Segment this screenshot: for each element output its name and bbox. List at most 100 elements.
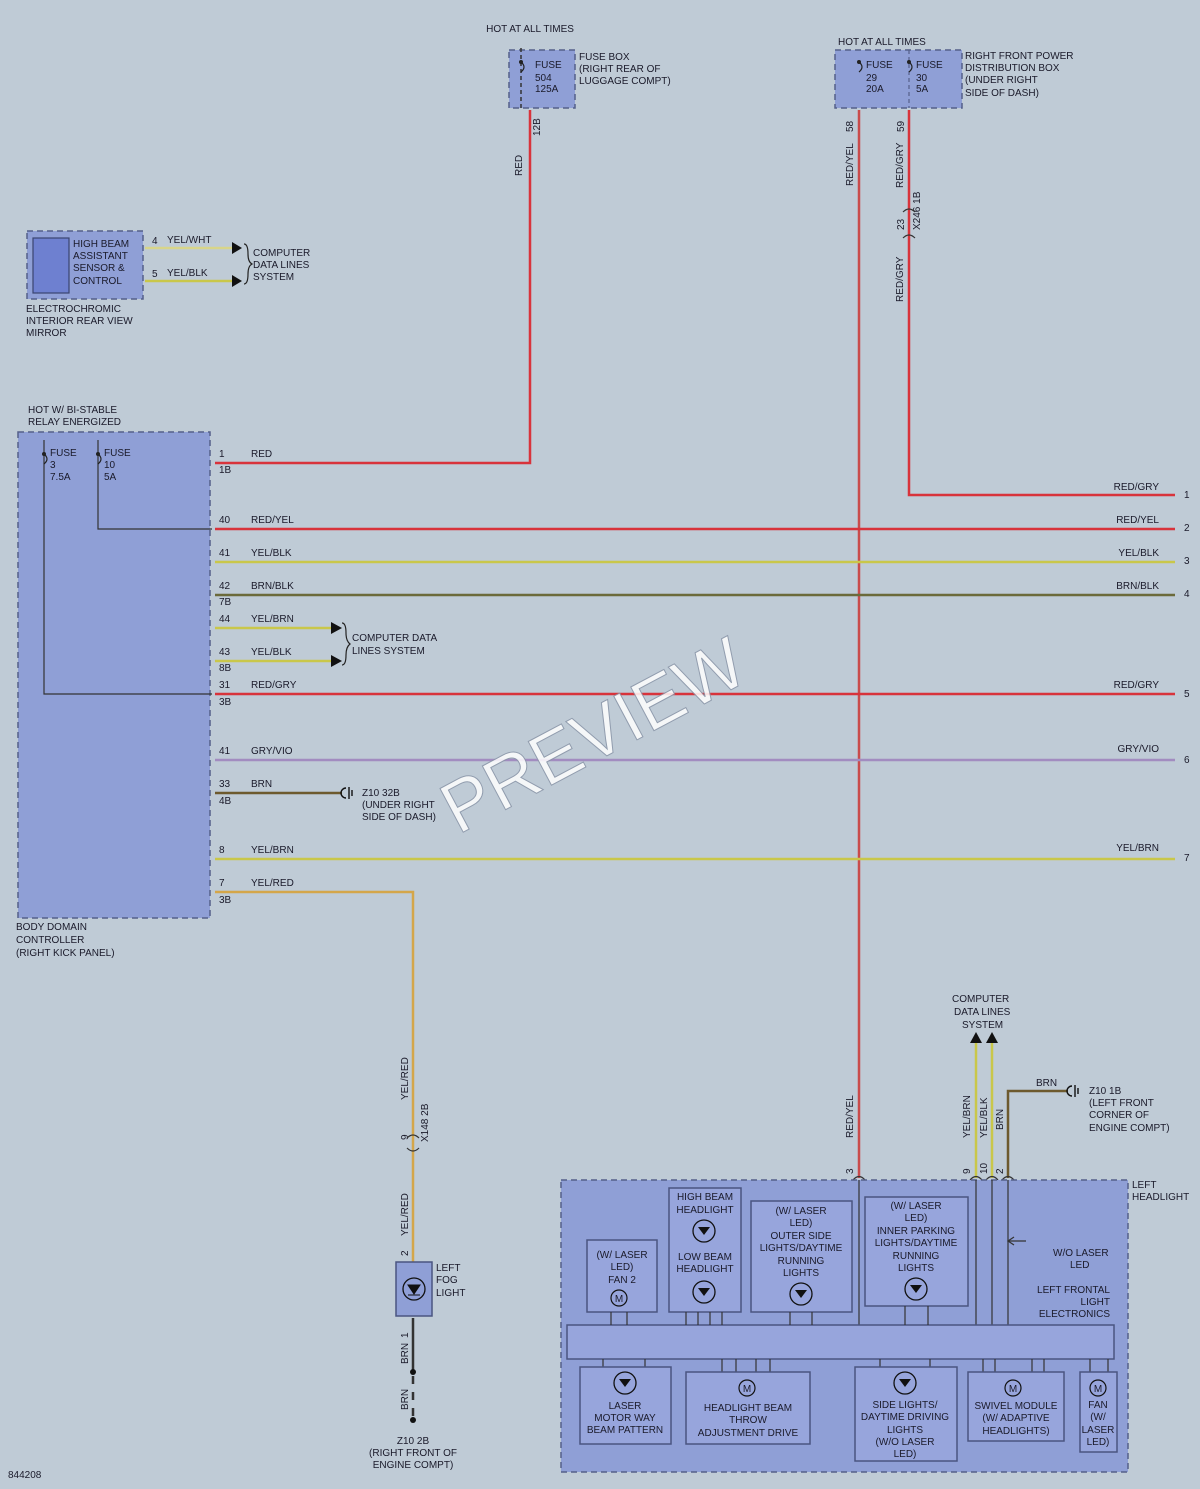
mirror-wire-label-1: YEL/WHT xyxy=(167,235,211,246)
bdc-wire-label: GRY/VIO xyxy=(251,746,293,757)
bdc-wire-label: YEL/BLK xyxy=(251,647,292,658)
wire-label-red: RED xyxy=(514,155,525,176)
bdc-pin: 1 xyxy=(219,449,225,460)
arrow-right-icon xyxy=(232,275,242,287)
bdc-pin: 43 xyxy=(219,647,231,658)
arrow-right-icon xyxy=(232,242,242,254)
led-lamp-icon xyxy=(613,1371,637,1395)
fuse-box-label-3: LUGGAGE COMPT) xyxy=(579,76,671,87)
fuse-b-label: FUSE xyxy=(916,60,943,71)
hl-pin-3: 3 xyxy=(845,1168,856,1174)
right-wire-label: BRN/BLK xyxy=(1116,581,1159,592)
fuse-icon xyxy=(520,61,525,73)
led-lamp-icon xyxy=(692,1280,716,1304)
z10-32b-loc-2: SIDE OF DASH) xyxy=(362,812,436,823)
bdc-pin: 44 xyxy=(219,614,231,625)
motor-icon xyxy=(610,1289,628,1307)
mirror-label-1: ELECTROCHROMIC xyxy=(26,304,121,315)
wire-label-red-gry-top: RED/GRY xyxy=(895,142,906,188)
hl-ground-1: Z10 1B xyxy=(1089,1086,1122,1097)
led-lamp-icon xyxy=(692,1219,716,1243)
bdc-fuse-a-no: 3 xyxy=(50,460,56,471)
bdc-conn: 4B xyxy=(219,796,232,807)
sl-label-1: SIDE LIGHTS/ xyxy=(872,1400,937,1411)
hl-wo-laser-2: LED xyxy=(1070,1260,1089,1271)
lamp-icon xyxy=(402,1277,426,1301)
hl-ground-2: (LEFT FRONT xyxy=(1089,1098,1154,1109)
wire-red-fusebox xyxy=(215,110,532,465)
sw-label-3: HEADLIGHTS) xyxy=(982,1426,1049,1437)
bdc-pin: 41 xyxy=(219,548,231,559)
fan-label-2: (W/ xyxy=(1090,1412,1106,1423)
body-domain-controller xyxy=(17,431,211,919)
fuse-icon-a xyxy=(858,61,863,73)
bdc-wire-label: RED/YEL xyxy=(251,515,294,526)
hl-wire-label-brn: BRN xyxy=(995,1109,1006,1130)
hl-cdl-1: COMPUTER xyxy=(952,994,1009,1005)
bdc-pin: 42 xyxy=(219,581,231,592)
mirror-cdl-3: SYSTEM xyxy=(253,272,294,283)
led-lamp-icon xyxy=(893,1371,917,1395)
ip-label-4: LIGHTS/DAYTIME xyxy=(875,1238,958,1249)
mirror-cdl-1: COMPUTER xyxy=(253,248,310,259)
bdc-conn: 3B xyxy=(219,697,232,708)
sl-label-3: LIGHTS xyxy=(887,1425,923,1436)
continuation-number: 5 xyxy=(1184,689,1190,700)
led-icon xyxy=(795,1290,807,1298)
sw-label-2: (W/ ADAPTIVE xyxy=(982,1413,1050,1424)
hl-lfle-3: ELECTRONICS xyxy=(1039,1309,1110,1320)
fog-label-2: FOG xyxy=(436,1275,458,1286)
wire-label-red-yel-top: RED/YEL xyxy=(845,143,856,186)
fuse-a-no: 29 xyxy=(866,73,878,84)
bdc-pin: 41 xyxy=(219,746,231,757)
ip-label-6: LIGHTS xyxy=(898,1263,934,1274)
ht-label-3: ADJUSTMENT DRIVE xyxy=(698,1428,799,1439)
sl-label-4: (W/O LASER xyxy=(876,1437,935,1448)
ip-label-2: LED) xyxy=(905,1213,928,1224)
fuse-no: 504 xyxy=(535,73,552,84)
bdc-pin: 31 xyxy=(219,680,231,691)
bdc-fuse-b: FUSE xyxy=(104,448,131,459)
preview-watermark: PREVIEW xyxy=(428,623,759,850)
bdc-hot-1: HOT W/ BI-STABLE xyxy=(28,405,117,416)
mirror-label-2: INTERIOR REAR VIEW xyxy=(26,316,133,327)
arrow-right-icon xyxy=(331,655,342,667)
bdc-wire-label: BRN xyxy=(251,779,272,790)
ip-label-5: RUNNING xyxy=(893,1251,940,1262)
bdc-wire-label: BRN/BLK xyxy=(251,581,294,592)
lm-label-1: LASER xyxy=(609,1401,642,1412)
os-label-5: RUNNING xyxy=(778,1256,825,1267)
fuse-icon xyxy=(43,453,48,465)
arrow-up-icon xyxy=(986,1032,998,1043)
led-icon xyxy=(407,1284,421,1296)
z10-32b-loc-1: (UNDER RIGHT xyxy=(362,800,435,811)
fan-label-1: FAN xyxy=(1088,1400,1107,1411)
led-icon xyxy=(619,1379,631,1387)
bdc-wire-label: YEL/RED xyxy=(251,878,294,889)
hl-title-2: HEADLIGHT xyxy=(1132,1192,1189,1203)
led-lamp-icon xyxy=(904,1277,928,1301)
fog-label-1: LEFT xyxy=(436,1263,460,1274)
hl-lfle-1: LEFT FRONTAL xyxy=(1037,1285,1110,1296)
z10-32b-name: Z10 32B xyxy=(362,788,400,799)
front-box-label-1: RIGHT FRONT POWER xyxy=(965,51,1074,62)
lb-label-2: HEADLIGHT xyxy=(676,1264,733,1275)
right-wire-label: YEL/BRN xyxy=(1116,843,1159,854)
os-label-1: (W/ LASER xyxy=(775,1206,826,1217)
hl-pin-2: 2 xyxy=(995,1168,1006,1174)
fan2-label-3: FAN 2 xyxy=(608,1275,636,1286)
swivel-module xyxy=(967,1371,1065,1442)
ht-label-1: HEADLIGHT BEAM xyxy=(704,1403,792,1414)
hl-ground-4: ENGINE COMPT) xyxy=(1089,1123,1170,1134)
hl-lfle-2: LIGHT xyxy=(1081,1297,1110,1308)
bdc-fuse-b-no: 10 xyxy=(104,460,116,471)
bdc-conn: 8B xyxy=(219,663,232,674)
fuse-box-front xyxy=(834,49,963,109)
hl-wo-laser-1: W/O LASER xyxy=(1053,1248,1109,1259)
bdc-wire-label: RED/GRY xyxy=(251,680,297,691)
diagram-id: 844208 xyxy=(8,1470,42,1481)
wire-brn-hl xyxy=(1006,1089,1068,1178)
brace-icon xyxy=(243,243,254,285)
mirror-pin-5: 5 xyxy=(152,269,158,280)
sl-label-2: DAYTIME DRIVING xyxy=(861,1412,949,1423)
